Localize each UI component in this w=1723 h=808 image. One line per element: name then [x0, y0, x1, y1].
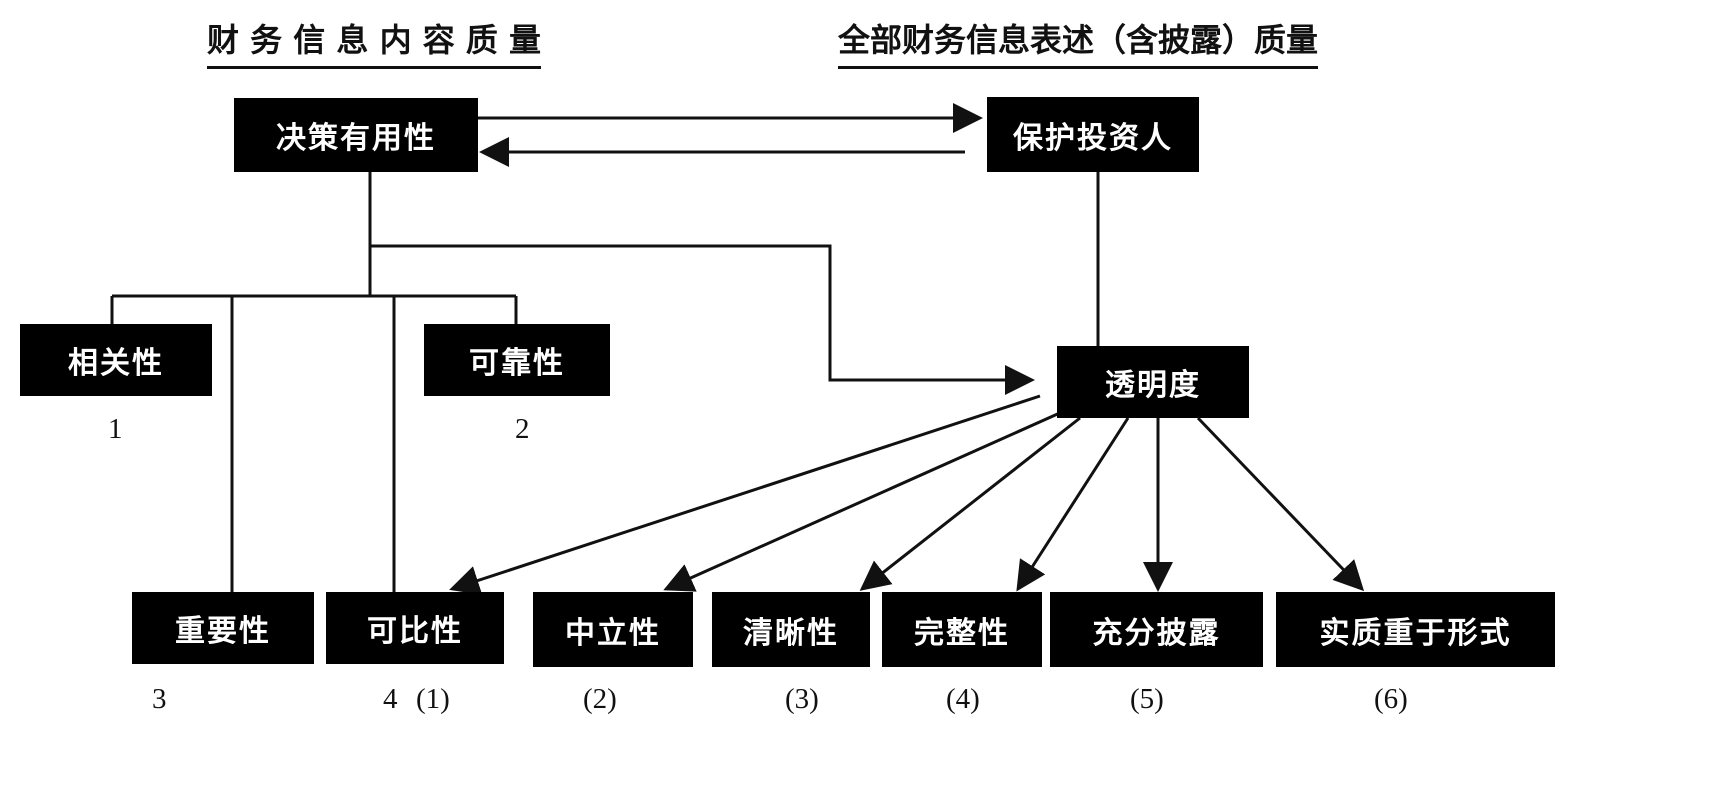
arrow-to-transparency	[370, 244, 1035, 395]
arrow-to-clarity	[859, 416, 1081, 591]
heading-content-quality: 财 务 信 息 内 容 质 量	[207, 20, 541, 69]
arrow-to-completeness	[1016, 417, 1130, 592]
box-clarity: 清晰性	[712, 592, 870, 667]
label-relevance-number: 1	[108, 413, 123, 445]
box-neutrality: 中立性	[533, 592, 693, 667]
label-comparability-index: (1)	[416, 683, 450, 715]
box-completeness: 完整性	[882, 592, 1042, 667]
box-full-disclosure: 充分披露	[1050, 592, 1263, 667]
box-decision-usefulness: 决策有用性	[234, 98, 478, 172]
label-clarity-index: (3)	[785, 683, 819, 715]
heading-presentation-quality: 全部财务信息表述（含披露）质量	[838, 20, 1319, 69]
label-neutrality-index: (2)	[583, 683, 617, 715]
box-substance-over-form: 实质重于形式	[1276, 592, 1555, 667]
box-comparability: 可比性	[326, 592, 504, 664]
box-materiality: 重要性	[132, 592, 314, 664]
box-reliability: 可靠性	[424, 324, 610, 396]
box-investor-protection: 保护投资人	[987, 97, 1199, 172]
label-materiality-number: 3	[152, 683, 167, 715]
box-relevance: 相关性	[20, 324, 212, 396]
label-comparability-number: 4	[383, 683, 398, 715]
label-completeness-index: (4)	[946, 683, 980, 715]
label-reliability-number: 2	[515, 413, 530, 445]
box-transparency: 透明度	[1057, 346, 1249, 418]
label-substance-over-form-index: (6)	[1374, 683, 1408, 715]
label-full-disclosure-index: (5)	[1130, 683, 1164, 715]
arrow-to-comparability	[449, 394, 1041, 595]
arrow-to-substance-over-form	[1196, 416, 1365, 592]
arrow-to-neutrality	[663, 410, 1063, 592]
